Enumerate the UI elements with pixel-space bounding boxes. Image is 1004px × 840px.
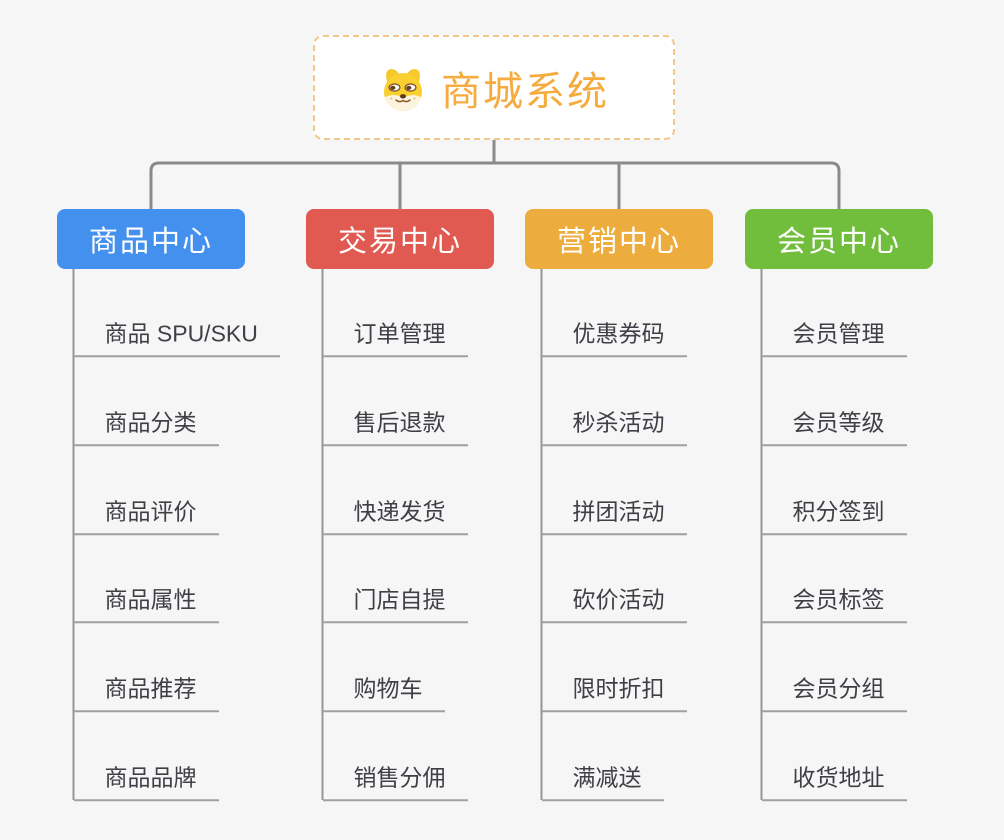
subtopic[interactable]: 会员等级 [761,408,907,446]
branch-topic-marketing-center[interactable]: 营销中心 [525,209,713,269]
subtopic[interactable]: 销售分佣 [322,763,468,801]
subtopic[interactable]: 秒杀活动 [541,408,687,446]
subtopic[interactable]: 会员管理 [761,319,907,357]
subtopic[interactable]: 购物车 [322,674,445,712]
branch-topic-member-center[interactable]: 会员中心 [745,209,933,269]
subtopic[interactable]: 商品品牌 [73,763,219,801]
subtopic[interactable]: 优惠券码 [541,319,687,357]
subtopic[interactable]: 砍价活动 [541,585,687,623]
subtopic[interactable]: 收货地址 [761,763,907,801]
subtopic[interactable]: 快递发货 [322,497,468,535]
subtopic[interactable]: 商品推荐 [73,674,219,712]
subtopic[interactable]: 拼团活动 [541,497,687,535]
branch-topic-trade-center[interactable]: 交易中心 [306,209,494,269]
subtopic[interactable]: 限时折扣 [541,674,687,712]
subtopic[interactable]: 售后退款 [322,408,468,446]
dog-face-icon [379,65,427,111]
root-topic[interactable]: 商城系统 [313,35,675,140]
subtopic[interactable]: 满减送 [541,763,664,801]
subtopic[interactable]: 会员标签 [761,585,907,623]
subtopic[interactable]: 门店自提 [322,585,468,623]
subtopic[interactable]: 商品分类 [73,408,219,446]
subtopic[interactable]: 积分签到 [761,497,907,535]
root-topic-label: 商城系统 [441,69,609,114]
branch-topic-product-center[interactable]: 商品中心 [57,209,245,269]
subtopic[interactable]: 商品属性 [73,585,219,623]
subtopic[interactable]: 订单管理 [322,319,468,357]
subtopic[interactable]: 会员分组 [761,674,907,712]
subtopic[interactable]: 商品评价 [73,497,219,535]
subtopic[interactable]: 商品 SPU/SKU [73,319,280,357]
